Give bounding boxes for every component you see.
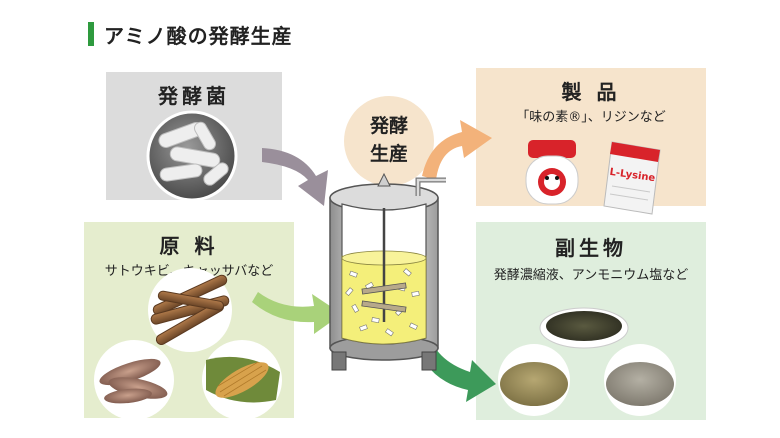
raw-material-to-fermenter-arrow	[252, 292, 342, 334]
byproduct-title: 副生物	[555, 236, 627, 260]
byproduct-powder-image-2	[604, 344, 676, 416]
ajinomoto-shaker-image	[525, 140, 579, 205]
corn-image	[202, 340, 282, 420]
fermenter-tank	[329, 172, 446, 371]
fermentation-label-line1: 発酵	[369, 115, 408, 137]
product-panel: 製 品 「味の素®」、リジンなど	[476, 68, 706, 206]
fermentation-circle: 発酵 生産	[344, 96, 434, 186]
product-title: 製 品	[561, 80, 621, 104]
byproduct-powder-image-1	[498, 344, 570, 416]
lysine-bag-image: L-Lysine	[603, 141, 661, 215]
fermentation-liquor-dish-image	[539, 307, 629, 349]
cassava-image	[94, 340, 174, 420]
bacteria-to-fermenter-arrow	[262, 148, 328, 206]
page-title: アミノ酸の発酵生産	[104, 24, 293, 48]
fermenter-to-product-arrow	[422, 120, 492, 180]
fermentation-label-line2: 生産	[369, 143, 408, 165]
title-accent-bar	[88, 22, 94, 46]
byproduct-subtitle: 発酵濃縮液、アンモニウム塩など	[493, 268, 689, 283]
bacteria-title: 発酵菌	[158, 84, 230, 108]
bacteria-micrograph-image	[146, 110, 238, 202]
raw-material-title: 原 料	[159, 234, 219, 258]
sugarcane-image	[148, 268, 232, 352]
product-subtitle: 「味の素®」、リジンなど	[516, 110, 666, 125]
